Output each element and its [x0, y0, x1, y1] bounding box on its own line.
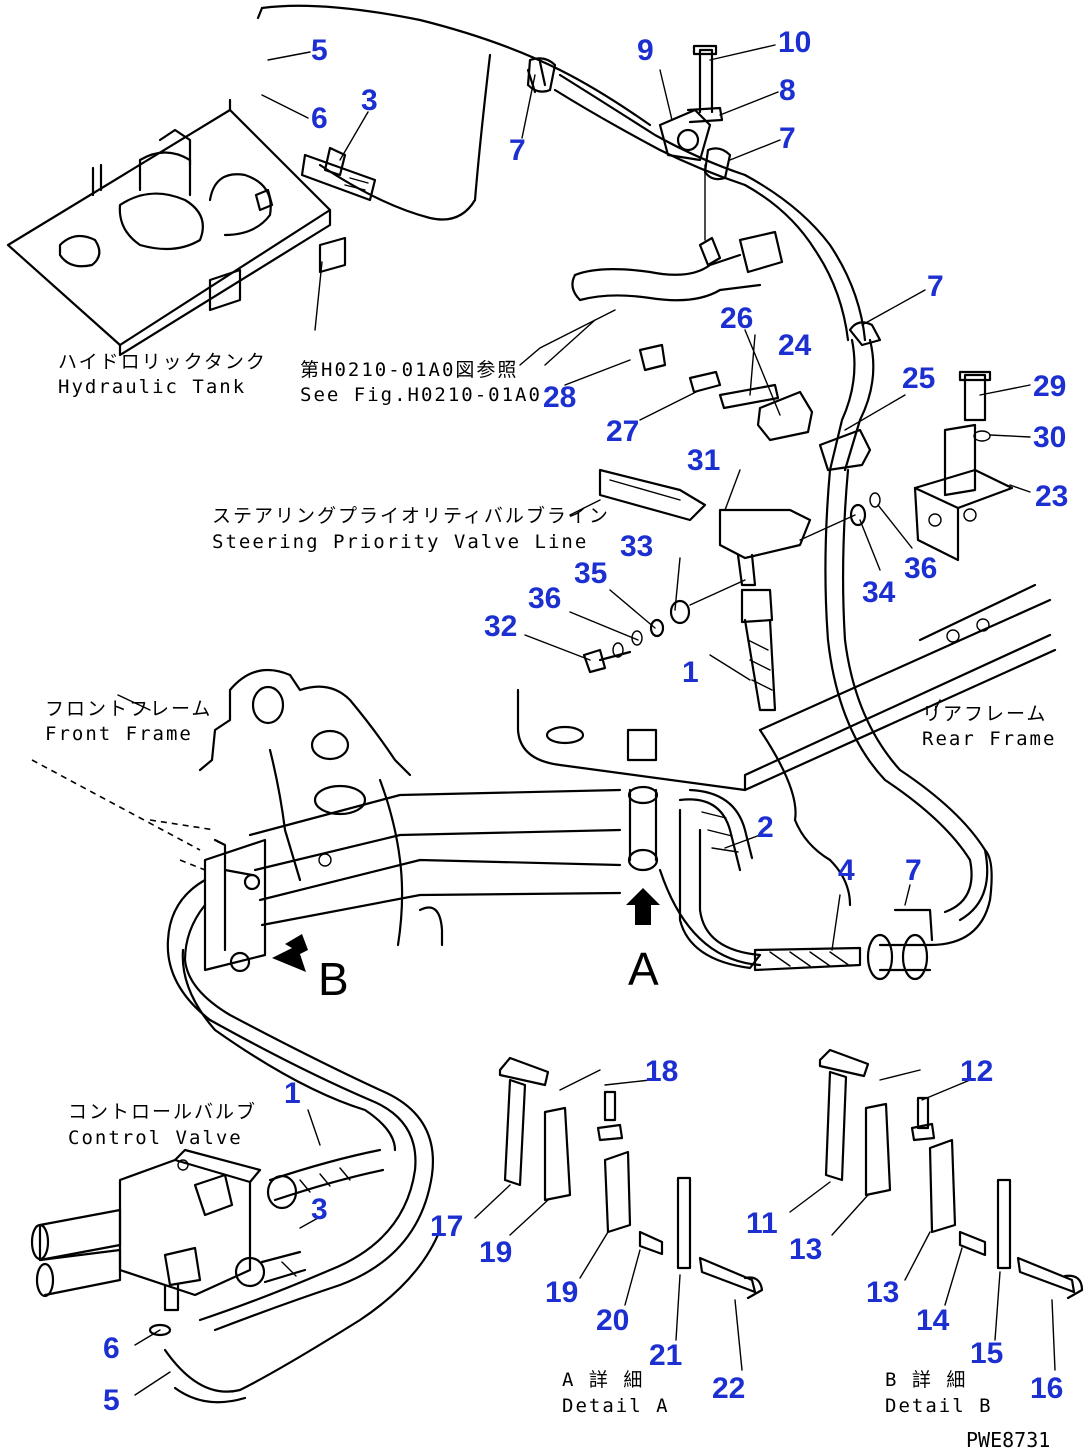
callout-10: 10: [778, 26, 811, 59]
callout-26: 26: [720, 302, 753, 335]
upper-hose-outline: [256, 4, 747, 221]
front-frame-label-jp: フロントフレーム: [45, 698, 212, 720]
callout-7-bottom: 7: [905, 854, 922, 887]
front-frame-label-en: Front Frame: [45, 723, 193, 745]
central-pipe-and-hoses: [272, 728, 993, 981]
steering-line-label-jp: ステアリングプライオリティバルブライン: [212, 504, 610, 527]
control-valve-label-jp: コントロールバルブ: [68, 1100, 257, 1123]
left-hoses: [163, 878, 442, 1404]
callout-numbers: 5 6 3 7 9 10 8 7 7 26 24 25 29 30 28 27 …: [103, 26, 1068, 1417]
callout-7-clamp: 7: [779, 122, 796, 155]
rear-frame-label-jp: リアフレーム: [922, 703, 1047, 725]
hydraulic-tank-label-jp: ハイドロリックタンク: [58, 351, 267, 373]
callout-28: 28: [543, 381, 576, 414]
callout-15: 15: [970, 1337, 1003, 1370]
clamp-bracket-cluster: [582, 321, 1014, 712]
callout-1-rear: 1: [682, 656, 699, 689]
view-a-marker: A: [628, 943, 659, 995]
see-fig-label-en: See Fig.H0210-01A0: [300, 384, 542, 406]
callout-3-top: 3: [361, 84, 378, 117]
callout-6-top: 6: [311, 102, 328, 135]
callout-12: 12: [960, 1055, 993, 1088]
hydraulic-tank-label-en: Hydraulic Tank: [58, 376, 246, 398]
callout-24: 24: [778, 329, 812, 362]
control-valve-label-en: Control Valve: [68, 1127, 243, 1149]
detail-b-label-jp: B 詳 細: [885, 1369, 967, 1391]
callout-23: 23: [1035, 480, 1068, 513]
callout-21: 21: [649, 1339, 682, 1372]
see-fig-label-jp: 第H0210-01A0図参照: [300, 359, 518, 381]
callout-27: 27: [606, 415, 639, 448]
callout-5-lower: 5: [103, 1384, 120, 1417]
callout-33: 33: [620, 530, 653, 563]
detail-a-label-en: Detail A: [562, 1395, 670, 1417]
detail-b-label-en: Detail B: [885, 1395, 993, 1417]
rear-frame-label-en: Rear Frame: [922, 728, 1056, 750]
callout-35: 35: [574, 557, 607, 590]
callout-36-right: 36: [904, 552, 937, 585]
captions: ハイドロリックタンク Hydraulic Tank 第H0210-01A0図参照…: [45, 351, 1056, 1452]
callout-25: 25: [902, 362, 935, 395]
callout-16: 16: [1030, 1372, 1063, 1405]
callout-5-top: 5: [311, 34, 328, 67]
callout-3-lower: 3: [311, 1193, 328, 1226]
rear-frame-drawing: [516, 468, 1057, 922]
callout-18: 18: [645, 1055, 678, 1088]
callout-29: 29: [1033, 370, 1066, 403]
callout-31: 31: [687, 444, 720, 477]
callout-4: 4: [838, 854, 855, 887]
detail-a-label-jp: A 詳 細: [562, 1369, 644, 1391]
callout-11: 11: [746, 1207, 778, 1240]
callout-13-b: 13: [866, 1276, 899, 1309]
detail-b-drawing: [818, 1048, 1084, 1300]
callout-20: 20: [596, 1304, 629, 1337]
callout-36-left: 36: [528, 582, 561, 615]
callout-2: 2: [757, 811, 774, 844]
view-b-marker: B: [318, 953, 349, 1005]
hydraulic-tank-drawing: [6, 98, 347, 357]
callout-8: 8: [779, 74, 796, 107]
detail-a-drawing: [498, 1056, 764, 1300]
callout-1-lower: 1: [284, 1077, 301, 1110]
callout-32: 32: [484, 610, 517, 643]
control-valve-drawing: [30, 1148, 262, 1337]
callout-7-hose: 7: [927, 270, 944, 303]
steering-line-label-en: Steering Priority Valve Line: [212, 531, 588, 553]
line-art: [6, 4, 1084, 1404]
clamp-assembly-upper: [571, 44, 867, 342]
callout-19-a: 19: [479, 1236, 512, 1269]
callout-17: 17: [430, 1210, 463, 1243]
callout-19-b: 19: [545, 1276, 578, 1309]
callout-7-top-left: 7: [509, 134, 526, 167]
leader-lines: [117, 44, 1056, 1396]
callout-6-lower: 6: [103, 1332, 120, 1365]
callout-13-a: 13: [789, 1233, 822, 1266]
callout-14: 14: [916, 1304, 950, 1337]
drawing-code: PWE8731: [966, 1428, 1050, 1452]
callout-30: 30: [1033, 421, 1066, 454]
callout-34: 34: [862, 576, 896, 609]
callout-22: 22: [712, 1372, 745, 1405]
callout-9: 9: [637, 34, 654, 67]
front-frame-drawing: [31, 668, 622, 973]
